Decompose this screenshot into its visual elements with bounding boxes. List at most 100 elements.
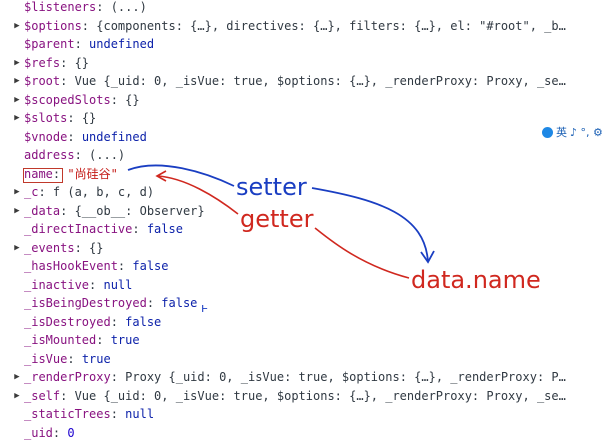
ime-extra-icons[interactable]: ♪ °, ⚙ bbox=[570, 126, 603, 139]
property-key: _data bbox=[24, 204, 60, 218]
ime-logo-icon bbox=[542, 127, 553, 138]
property-value: true bbox=[82, 352, 111, 366]
expand-triangle-icon[interactable]: ▶ bbox=[13, 202, 21, 221]
expand-triangle-icon[interactable]: ▶ bbox=[13, 54, 21, 73]
property-key: $parent bbox=[24, 37, 75, 51]
property-key: $root bbox=[24, 74, 60, 88]
property-key: _isMounted bbox=[24, 333, 96, 347]
property-text: $listeners: (...) bbox=[24, 0, 147, 17]
property-text: _renderProxy: Proxy {_uid: 0, _isVue: tr… bbox=[24, 368, 566, 387]
property-value: Proxy {_uid: 0, _isVue: true, $options: … bbox=[125, 370, 566, 384]
property-value: f (a, b, c, d) bbox=[53, 185, 154, 199]
data-name-annotation: data.name bbox=[411, 266, 541, 294]
property-key: $listeners bbox=[24, 0, 96, 14]
property-key: _isVue bbox=[24, 352, 67, 366]
property-key: $options bbox=[24, 19, 82, 33]
property-text: $slots: {} bbox=[24, 109, 96, 128]
property-value: false bbox=[161, 296, 197, 310]
property-text: $parent: undefined bbox=[24, 35, 154, 54]
property-key: _staticTrees bbox=[24, 407, 111, 421]
expand-triangle-icon[interactable]: ▶ bbox=[13, 368, 21, 387]
property-value: false bbox=[132, 259, 168, 273]
property-value: null bbox=[125, 407, 154, 421]
property-value: false bbox=[147, 222, 183, 236]
property-key: address bbox=[24, 148, 75, 162]
property-value: {components: {…}, directives: {…}, filte… bbox=[96, 19, 566, 33]
property-text: _inactive: null bbox=[24, 276, 132, 295]
property-text: $vnode: undefined bbox=[24, 128, 147, 147]
property-text: $root: Vue {_uid: 0, _isVue: true, $opti… bbox=[24, 72, 566, 91]
property-value: {__ob__: Observer} bbox=[75, 204, 205, 218]
object-property-row: $vnode: undefined bbox=[0, 128, 608, 147]
object-property-row: _uid: 0 bbox=[0, 424, 608, 442]
property-text: _uid: 0 bbox=[24, 424, 75, 442]
object-property-row: _isMounted: true bbox=[0, 331, 608, 350]
object-property-row[interactable]: ▶$root: Vue {_uid: 0, _isVue: true, $opt… bbox=[0, 72, 608, 91]
property-key: _directInactive bbox=[24, 222, 132, 236]
expand-triangle-icon[interactable]: ▶ bbox=[13, 183, 21, 202]
property-key: _hasHookEvent bbox=[24, 259, 118, 273]
property-text: _isBeingDestroyed: false bbox=[24, 294, 197, 313]
object-property-row: _isDestroyed: false bbox=[0, 313, 608, 332]
property-text: _isVue: true bbox=[24, 350, 111, 369]
ime-toolbar[interactable]: 英 ♪ °, ⚙ bbox=[542, 124, 603, 140]
object-property-row: address: (...) bbox=[0, 146, 608, 165]
property-text: _self: Vue {_uid: 0, _isVue: true, $opti… bbox=[24, 387, 566, 406]
property-key: $scopedSlots bbox=[24, 93, 111, 107]
property-value: "尚硅谷" bbox=[67, 167, 117, 181]
property-value: Vue {_uid: 0, _isVue: true, $options: {…… bbox=[75, 389, 566, 403]
property-text: _c: f (a, b, c, d) bbox=[24, 183, 154, 202]
property-text: _events: {} bbox=[24, 239, 103, 258]
property-text: $scopedSlots: {} bbox=[24, 91, 140, 110]
property-text: _staticTrees: null bbox=[24, 405, 154, 424]
object-property-row: $listeners: (...) bbox=[0, 0, 608, 17]
property-text: _isDestroyed: false bbox=[24, 313, 161, 332]
property-value: true bbox=[111, 333, 140, 347]
expand-triangle-icon[interactable]: ▶ bbox=[13, 91, 21, 110]
property-value: (...) bbox=[111, 0, 147, 14]
object-property-row[interactable]: ▶_self: Vue {_uid: 0, _isVue: true, $opt… bbox=[0, 387, 608, 406]
property-key: _isDestroyed bbox=[24, 315, 111, 329]
object-property-row[interactable]: ▶_events: {} bbox=[0, 239, 608, 258]
text-cursor-icon: ⱶ bbox=[201, 301, 208, 315]
setter-annotation: setter bbox=[236, 173, 307, 201]
property-text: _hasHookEvent: false bbox=[24, 257, 169, 276]
property-key: $slots bbox=[24, 111, 67, 125]
expand-triangle-icon[interactable]: ▶ bbox=[13, 72, 21, 91]
property-key: _inactive bbox=[24, 278, 89, 292]
property-value: null bbox=[103, 278, 132, 292]
property-key: _isBeingDestroyed bbox=[24, 296, 147, 310]
object-property-row[interactable]: ▶$slots: {} bbox=[0, 109, 608, 128]
property-value: Vue {_uid: 0, _isVue: true, $options: {…… bbox=[75, 74, 566, 88]
property-text: _directInactive: false bbox=[24, 220, 183, 239]
ime-language-label[interactable]: 英 bbox=[556, 124, 567, 140]
property-key: _renderProxy bbox=[24, 370, 111, 384]
object-property-row[interactable]: ▶$scopedSlots: {} bbox=[0, 91, 608, 110]
property-value: {} bbox=[125, 93, 139, 107]
getter-annotation: getter bbox=[240, 205, 313, 233]
object-property-row[interactable]: ▶_renderProxy: Proxy {_uid: 0, _isVue: t… bbox=[0, 368, 608, 387]
object-property-row: _staticTrees: null bbox=[0, 405, 608, 424]
name-highlight-box bbox=[23, 168, 63, 183]
object-property-row[interactable]: ▶$options: {components: {…}, directives:… bbox=[0, 17, 608, 36]
property-value: undefined bbox=[82, 130, 147, 144]
expand-triangle-icon[interactable]: ▶ bbox=[13, 387, 21, 406]
object-property-row: _isVue: true bbox=[0, 350, 608, 369]
property-value: {} bbox=[82, 111, 96, 125]
property-key: $refs bbox=[24, 56, 60, 70]
property-value: false bbox=[125, 315, 161, 329]
expand-triangle-icon[interactable]: ▶ bbox=[13, 17, 21, 36]
property-value: {} bbox=[75, 56, 89, 70]
property-value: 0 bbox=[67, 426, 74, 440]
property-text: _data: {__ob__: Observer} bbox=[24, 202, 205, 221]
object-property-row[interactable]: ▶$refs: {} bbox=[0, 54, 608, 73]
expand-triangle-icon[interactable]: ▶ bbox=[13, 239, 21, 258]
property-key: _c bbox=[24, 185, 38, 199]
property-value: (...) bbox=[89, 148, 125, 162]
property-key: _self bbox=[24, 389, 60, 403]
property-key: _uid bbox=[24, 426, 53, 440]
expand-triangle-icon[interactable]: ▶ bbox=[13, 109, 21, 128]
property-key: $vnode bbox=[24, 130, 67, 144]
object-property-row: $parent: undefined bbox=[0, 35, 608, 54]
property-text: $options: {components: {…}, directives: … bbox=[24, 17, 566, 36]
